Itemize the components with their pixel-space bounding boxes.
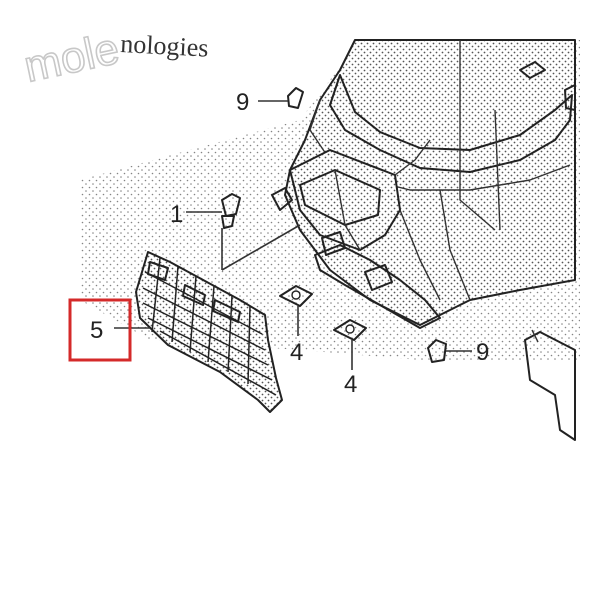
- lower-box-tab-1: [321, 231, 346, 256]
- callout-9-upper: 9: [236, 89, 249, 116]
- inner-bracket-edge: [334, 169, 361, 251]
- cover-mount-tab: [271, 187, 293, 211]
- part-4-nut-upper[interactable]: [279, 285, 313, 336]
- cover-slot: [519, 61, 546, 79]
- grille-tab-2: [212, 299, 241, 323]
- inner-bracket: [289, 149, 401, 251]
- grille-frame: [135, 251, 283, 413]
- callout-9-lower: 9: [476, 339, 489, 366]
- grille-tab-3: [147, 261, 169, 281]
- callout-4-lower: 4: [344, 371, 357, 398]
- cover-seam-2: [439, 189, 471, 301]
- callout-5-highlight-box: [68, 298, 132, 362]
- cover-inner-edge-2: [494, 109, 501, 231]
- watermark-ghost-text: mole: [20, 24, 123, 92]
- leader-to-cover: [394, 139, 431, 176]
- part-5-mesh-grille[interactable]: [114, 251, 283, 413]
- callout-4-upper: 4: [290, 339, 303, 366]
- watermark: mole nologies: [19, 23, 210, 92]
- cover-seam: [399, 209, 441, 301]
- part-4-nut-lower[interactable]: [333, 319, 367, 370]
- side-bracket: [524, 329, 576, 441]
- callout-5: 5: [90, 317, 103, 344]
- grille-tab-1: [182, 284, 206, 306]
- front-cover-assembly: [271, 39, 576, 329]
- lower-box: [314, 244, 441, 329]
- watermark-text: nologies: [120, 29, 210, 63]
- part-1-clip[interactable]: [186, 193, 301, 271]
- cover-inner-edge-1: [459, 40, 496, 231]
- cover-side-notch: [564, 84, 576, 111]
- lower-box-tab-2: [364, 264, 393, 291]
- cover-opening: [329, 74, 573, 173]
- part-9-lower-clip[interactable]: [427, 339, 472, 363]
- callout-1: 1: [170, 201, 183, 228]
- part-9-upper-clip[interactable]: [258, 87, 304, 109]
